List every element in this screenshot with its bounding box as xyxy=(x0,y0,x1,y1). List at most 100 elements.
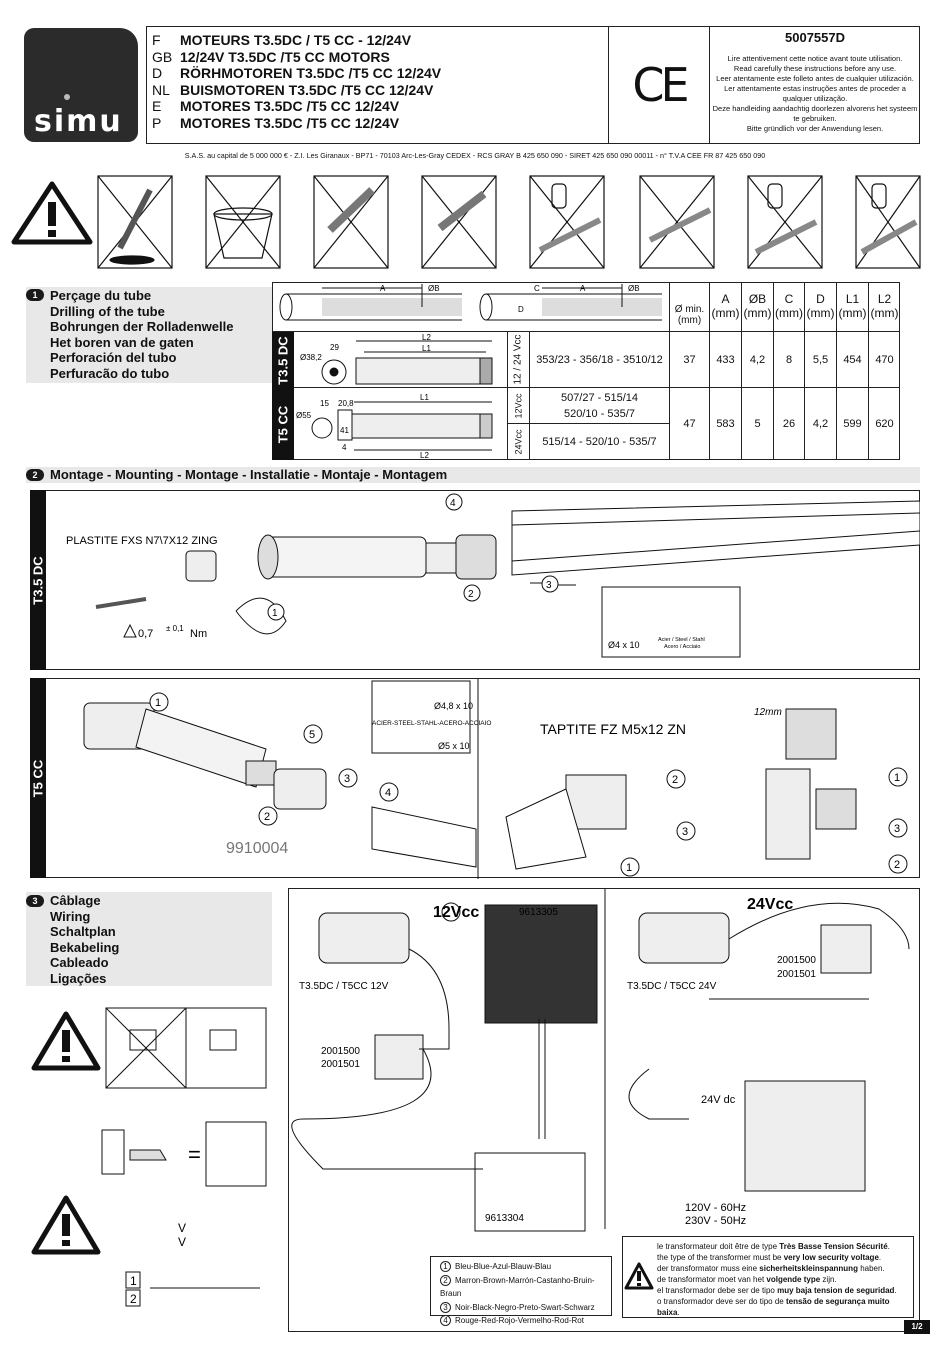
t35dc-models: 353/23 - 356/18 - 3510/12 xyxy=(530,332,670,388)
svg-text:TAPTITE FZ M5x12 ZN: TAPTITE FZ M5x12 ZN xyxy=(540,721,686,737)
svg-text:2001501: 2001501 xyxy=(777,969,816,980)
t35dc-values: 37 433 4,2 8 5,5 454 470 xyxy=(670,332,900,388)
svg-text:20,8: 20,8 xyxy=(338,399,354,408)
value-cell: 5 xyxy=(742,388,774,460)
svg-text:1: 1 xyxy=(130,1274,137,1288)
value-cell: 454 xyxy=(837,332,869,387)
svg-text:A: A xyxy=(580,284,586,293)
hand-switch-icon xyxy=(101,1129,167,1175)
svg-text:T3.5DC / T5CC 12V: T3.5DC / T5CC 12V xyxy=(299,981,389,992)
wiring-warnings: = VV 1 2 xyxy=(31,1007,267,1307)
svg-text:4: 4 xyxy=(385,787,391,799)
col-header: L1 (mm) xyxy=(837,282,869,331)
header-box xyxy=(146,26,920,144)
wire-legend-box xyxy=(430,1256,612,1316)
svg-text:Ø4 x 10: Ø4 x 10 xyxy=(608,640,640,650)
svg-text:D: D xyxy=(518,305,524,314)
svg-text:PLASTITE FXS N7\7X12 ZING: PLASTITE FXS N7\7X12 ZING xyxy=(66,535,218,547)
t5cc-dimension-drawing: Ø55 15 20,8 41 4 L1 L2 xyxy=(294,388,508,460)
wiring-panel: 12Vcc 9613305 T3.5DC / T5CC 12V 2001500 … xyxy=(288,888,920,1332)
col-header: ØB (mm) xyxy=(742,282,774,331)
svg-text:ØB: ØB xyxy=(628,284,640,293)
section3-titles: Câblage Wiring Schaltplan Bekabeling Cab… xyxy=(50,893,120,986)
svg-text:± 0,1: ± 0,1 xyxy=(166,624,184,633)
value-cell: 5,5 xyxy=(805,332,837,387)
value-cell: 8 xyxy=(774,332,805,387)
svg-text:2: 2 xyxy=(130,1292,137,1306)
col-header: Ø min. (mm) xyxy=(670,282,710,331)
t5cc-voltage-24: 24Vcc xyxy=(508,424,530,460)
t35dc-mounting-drawing: 1 2 3 4 PLASTITE FXS N7\7X12 ZING 0,7 ± … xyxy=(66,493,921,658)
svg-text:29: 29 xyxy=(330,343,339,352)
page-number: 1/2 xyxy=(904,1320,930,1334)
svg-text:2: 2 xyxy=(672,774,678,786)
column-headers: Ø min. (mm) A (mm) ØB (mm) C (mm) D (mm)… xyxy=(670,282,900,332)
svg-text:15: 15 xyxy=(320,399,329,408)
value-cell: 4,2 xyxy=(742,332,774,387)
warning-triangle-icon xyxy=(624,1262,654,1290)
svg-text:Ø55: Ø55 xyxy=(296,411,312,420)
svg-text:L1: L1 xyxy=(422,344,431,353)
svg-text:9613305: 9613305 xyxy=(519,907,558,918)
warning-triangle-icon xyxy=(31,1195,101,1255)
t35dc-dimension-drawing: Ø38,2 29 L2 L1 xyxy=(294,332,508,388)
document-number: 5007557D xyxy=(785,30,845,45)
svg-text:2001500: 2001500 xyxy=(777,955,816,966)
wiring-diagram: 12Vcc 9613305 T3.5DC / T5CC 12V 2001500 … xyxy=(291,889,910,1232)
section2-badge: 2 xyxy=(26,469,44,481)
svg-text:3: 3 xyxy=(894,823,900,835)
section3-title-bg xyxy=(26,892,272,986)
section1-badge: 1 xyxy=(26,289,44,301)
col-header: A (mm) xyxy=(710,282,742,331)
ce-mark: CE xyxy=(632,58,689,112)
value-cell: 4,2 xyxy=(805,388,837,460)
t35dc-mounting-panel: 1 2 3 4 PLASTITE FXS N7\7X12 ZING 0,7 ± … xyxy=(46,490,921,670)
svg-text:Acero / Acciaio: Acero / Acciaio xyxy=(664,644,700,650)
svg-text:120V - 60Hz: 120V - 60Hz xyxy=(685,1202,746,1214)
section1-titles: Perçage du tube Drilling of the tube Boh… xyxy=(50,288,234,381)
svg-text:5: 5 xyxy=(309,729,315,741)
svg-text:3: 3 xyxy=(682,826,688,838)
svg-text:4: 4 xyxy=(450,498,456,509)
svg-text:4: 4 xyxy=(342,443,347,452)
svg-text:Ø4,8 x 10: Ø4,8 x 10 xyxy=(434,701,473,711)
svg-text:2: 2 xyxy=(894,859,900,871)
svg-text:230V - 50Hz: 230V - 50Hz xyxy=(685,1215,746,1227)
svg-text:Ø5 x 10: Ø5 x 10 xyxy=(438,741,470,751)
svg-text:ØB: ØB xyxy=(428,284,440,293)
svg-text:2: 2 xyxy=(468,589,474,600)
warning-triangle-icon xyxy=(11,181,93,245)
drilling-diagram-cell: A ØB C D A ØB xyxy=(272,282,670,332)
svg-text:2001500: 2001500 xyxy=(321,1046,360,1057)
row-label-t5cc: T5 CC xyxy=(272,388,294,460)
value-cell: 433 xyxy=(710,332,742,387)
value-cell: 37 xyxy=(670,332,710,387)
prohibited-pictograms xyxy=(97,175,921,269)
col-header: C (mm) xyxy=(774,282,805,331)
t35dc-voltage: 12 / 24 Vcc xyxy=(508,332,530,388)
company-line: S.A.S. au capital de 5 000 000 € - Z.I. … xyxy=(184,151,766,160)
transformer-note: le transformateur doit être de type Très… xyxy=(622,1236,914,1318)
value-cell: 47 xyxy=(670,388,710,460)
section1-title-bg xyxy=(26,287,272,383)
value-cell: 26 xyxy=(774,388,805,460)
svg-text:Acier / Steel / Stahl: Acier / Steel / Stahl xyxy=(658,637,705,643)
svg-text:41: 41 xyxy=(340,426,349,435)
svg-text:1: 1 xyxy=(272,608,278,619)
svg-text:Nm: Nm xyxy=(190,628,207,640)
svg-text:12mm: 12mm xyxy=(754,707,782,718)
section2-title: Montage - Mounting - Montage - Installat… xyxy=(50,467,448,482)
svg-text:L1: L1 xyxy=(420,393,429,402)
svg-text:9613304: 9613304 xyxy=(485,1213,524,1224)
svg-text:3: 3 xyxy=(344,773,350,785)
